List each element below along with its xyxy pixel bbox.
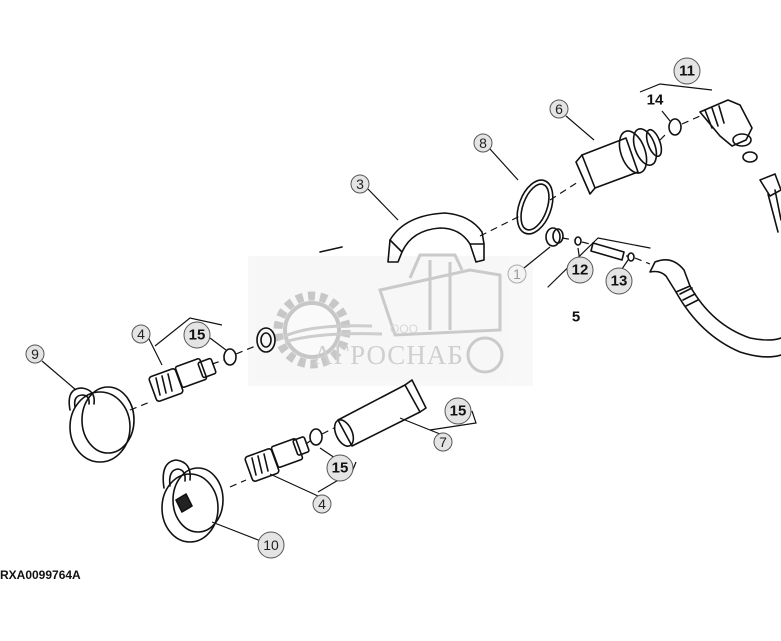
callout-4-upper: 4 [131, 324, 151, 344]
callout-12: 12 [566, 256, 594, 284]
gear-icon [273, 291, 383, 369]
part-15-oring-middle [309, 428, 323, 446]
callout-6: 6 [549, 99, 569, 119]
svg-text:15: 15 [189, 327, 206, 344]
callout-15-upper: 15 [183, 321, 211, 349]
part-4-coupler-upper [148, 357, 217, 402]
svg-text:6: 6 [555, 101, 563, 117]
part-drawings [68, 99, 781, 543]
part-hose-main [649, 259, 781, 358]
svg-text:11: 11 [679, 63, 695, 80]
part-5-bracket-outline [547, 237, 651, 288]
svg-text:7: 7 [439, 434, 447, 450]
svg-text:9: 9 [31, 346, 39, 362]
watermark-prefix: ООО [390, 322, 418, 336]
callout-9: 9 [25, 344, 45, 364]
part-9-dust-cap [68, 386, 135, 463]
part-11-elbow [699, 99, 758, 163]
callout-14: 14 [647, 92, 664, 109]
svg-text:1: 1 [513, 266, 521, 282]
part-nut [256, 327, 276, 353]
svg-text:5: 5 [572, 309, 580, 326]
assembly-lines [129, 115, 701, 488]
callout-8: 8 [473, 133, 493, 153]
callout-1: 1 [507, 264, 527, 284]
svg-text:4: 4 [318, 496, 326, 512]
svg-text:15: 15 [332, 460, 349, 477]
drawing-id: RXA0099764A [0, 568, 81, 582]
callout-10: 10 [257, 531, 285, 559]
part-14-oring [668, 118, 682, 136]
part-15-oring-upper [223, 348, 237, 366]
part-fragment [319, 246, 343, 253]
part-8-oring [516, 179, 554, 235]
callout-7: 7 [433, 432, 453, 452]
callout-15-middle: 15 [444, 397, 472, 425]
watermark-brand: АГРОСНАБ [313, 340, 464, 370]
part-hose-right [759, 173, 781, 233]
part-4-coupler-lower [244, 436, 310, 482]
svg-text:3: 3 [356, 176, 364, 192]
svg-text:13: 13 [611, 273, 628, 290]
part-1-sleeve [545, 227, 564, 247]
part-3-bracket [387, 212, 485, 263]
callout-4-lower: 4 [312, 494, 332, 514]
callout-5: 5 [572, 309, 580, 326]
svg-text:4: 4 [137, 326, 145, 342]
callout-11: 11 [673, 57, 701, 85]
callouts: 9 4 15 3 8 6 14 [25, 57, 701, 559]
svg-text:15: 15 [450, 403, 467, 420]
watermark-logo: ООО АГРОСНАБ [248, 253, 533, 386]
svg-text:14: 14 [647, 92, 664, 109]
svg-text:12: 12 [572, 262, 589, 279]
part-7-extension [333, 379, 427, 447]
part-10-dust-cap [161, 459, 224, 543]
part-6-bulkhead [575, 128, 663, 195]
harvester-icon [378, 253, 504, 374]
svg-text:10: 10 [263, 537, 279, 553]
part-12-13-valve [574, 236, 635, 262]
callout-15-lower: 15 [326, 454, 354, 482]
svg-text:8: 8 [479, 135, 487, 151]
callout-13: 13 [605, 267, 633, 295]
callout-3: 3 [350, 174, 370, 194]
